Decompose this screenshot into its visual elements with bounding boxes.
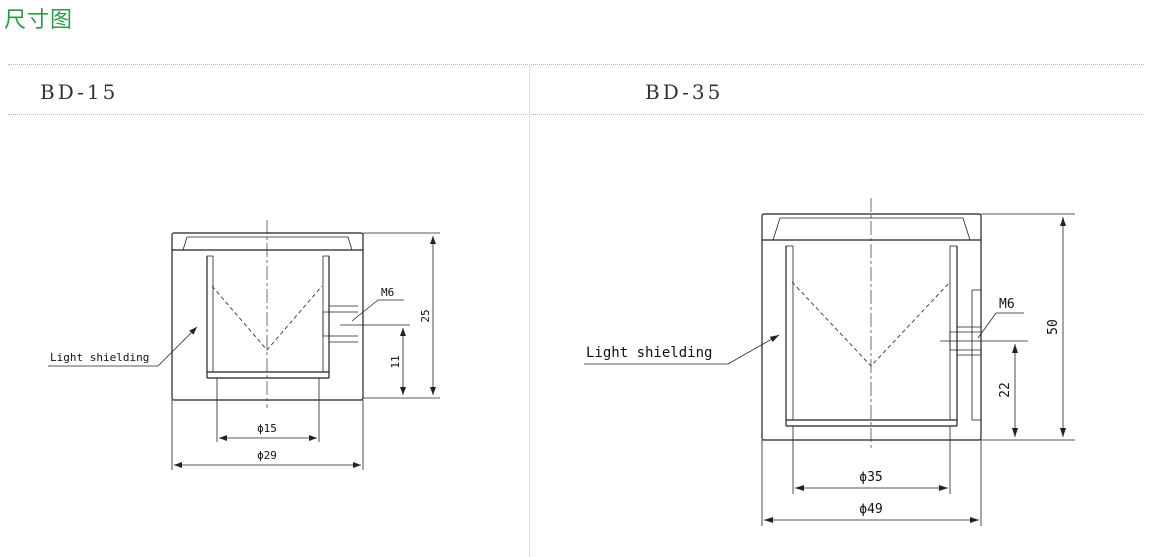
- bd35-height-value: 50: [1046, 319, 1061, 335]
- bd15-height-value: 25: [419, 309, 432, 322]
- header-divider-top: [8, 64, 1144, 65]
- bd35-outer-body: [761, 213, 982, 441]
- drawing-bd35: 50 22 M6 Light shielding ϕ35 ϕ49: [584, 198, 1075, 526]
- model-label-bd35: BD-35: [645, 80, 724, 104]
- header-divider-bottom: [8, 114, 1144, 115]
- bd15-thread-height-value: 11: [389, 355, 402, 368]
- bd35-callout-label: Light shielding: [586, 345, 712, 361]
- bd35-thread-label: M6: [999, 297, 1015, 312]
- bd35-inner-diameter-value: ϕ35: [859, 470, 882, 485]
- bd15-outer-diameter-value: ϕ29: [257, 449, 277, 462]
- bd35-thread-height-value: 22: [998, 382, 1013, 398]
- bd15-shielding-cone: [211, 285, 323, 351]
- model-label-bd15: BD-15: [40, 80, 119, 104]
- bd15-thread-label: M6: [381, 286, 394, 299]
- page-title: 尺寸图: [4, 8, 74, 33]
- bd15-callout-label: Light shielding: [50, 351, 149, 364]
- panel-divider: [529, 64, 530, 557]
- bd35-outer-diameter-value: ϕ49: [859, 502, 882, 517]
- drawing-bd15: 25 11 M6 Light shielding ϕ15 ϕ29: [48, 220, 440, 470]
- bd15-outer-body: [171, 232, 364, 401]
- bd15-inner-diameter-value: ϕ15: [257, 422, 277, 435]
